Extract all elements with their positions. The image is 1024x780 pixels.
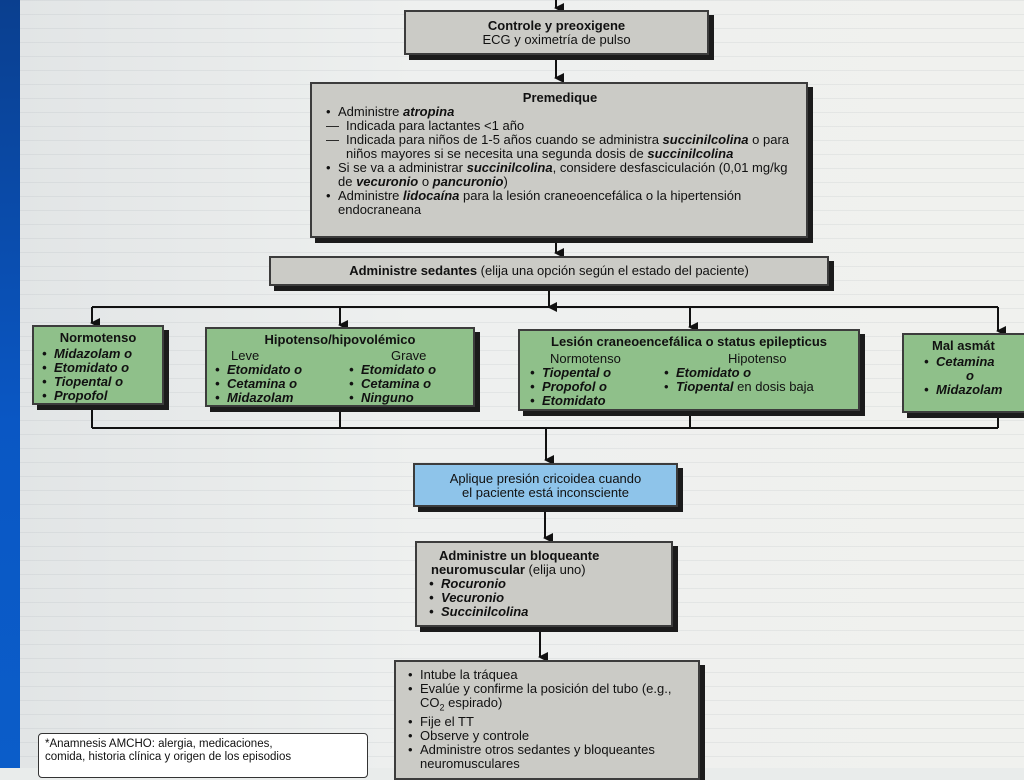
intubate-list: Intube la tráquea Evalúe y confirme la p… [406, 668, 688, 771]
lesion-normo-label: Normotenso [550, 351, 621, 366]
sedatives-box: Administre sedantes (elija una opción se… [269, 256, 829, 286]
intubate-item: Intube la tráquea [406, 668, 688, 683]
cricoid-line2: el paciente está inconsciente [462, 485, 629, 500]
footnote-line1: *Anamnesis AMCHO: alergia, medicaciones, [45, 738, 273, 750]
intubate-box: Intube la tráquea Evalúe y confirme la p… [394, 660, 700, 780]
neuromuscular-item: Vecuronio [427, 591, 671, 606]
hipotenso-grave-item: Etomidato o [347, 363, 436, 378]
lesion-hipo-item: Tiopental en dosis baja [662, 380, 814, 395]
footnote-box: *Anamnesis AMCHO: alergia, medicaciones,… [38, 733, 368, 778]
asma-list: Cetamina [922, 355, 1024, 370]
hipotenso-leve-label: Leve [231, 348, 260, 363]
hipotenso-grave-label: Grave [391, 348, 427, 363]
neuromuscular-list: Rocuronio Vecuronio Succinilcolina [427, 577, 671, 620]
hipotenso-grave-item: Cetamina o [347, 377, 436, 392]
premedicate-box: Premedique Administre atropina Indicada … [310, 82, 808, 238]
lesion-box: Lesión craneoencefálica o status epilept… [518, 329, 860, 411]
asma-title: Mal asmát [932, 338, 995, 353]
hipotenso-leve-list: Etomidato o Cetamina o Midazolam [213, 363, 302, 406]
lesion-hipo-label: Hipotenso [728, 351, 787, 366]
lesion-normo-item: Propofol o [528, 380, 611, 395]
preoxygenate-box: Controle y preoxigene ECG y oximetría de… [404, 10, 709, 55]
lesion-normo-item: Tiopental o [528, 366, 611, 381]
neuromuscular-item: Rocuronio [427, 577, 671, 592]
intubate-item: Administre otros sedantes y bloqueantes … [406, 742, 688, 771]
neuromuscular-title1: Administre un bloqueante [439, 548, 600, 563]
normotenso-item: Propofol [40, 389, 162, 404]
sedatives-note: (elija una opción según el estado del pa… [477, 263, 749, 278]
normotenso-item: Midazolam o [40, 347, 162, 362]
neuromuscular-box: Administre un bloqueante neuromuscular (… [415, 541, 673, 627]
hipotenso-leve-item: Etomidato o [213, 363, 302, 378]
normotenso-title: Normotenso [59, 330, 137, 345]
normotenso-item: Etomidato o [40, 361, 162, 376]
hipotenso-leve-item: Cetamina o [213, 377, 302, 392]
lesion-hipo-item: Etomidato o [662, 366, 814, 381]
atropina-sub-1: Indicada para lactantes <1 año [324, 119, 796, 134]
neuromuscular-choose: (elija uno) [524, 562, 586, 577]
hipotenso-grave-item: Ninguno [347, 391, 436, 406]
normotenso-item: Tiopental o [40, 375, 162, 390]
premedicate-item-lidocaina: Administre lidocaína para la lesión cran… [324, 189, 796, 217]
asma-list-2: Midazolam [922, 383, 1024, 398]
asma-or: o [966, 368, 974, 383]
preoxygenate-line: ECG y oximetría de pulso [482, 32, 631, 47]
neuromuscular-title2: neuromuscular [431, 562, 525, 577]
hipotenso-leve-item: Midazolam [213, 391, 302, 406]
lesion-hipo-list: Etomidato o Tiopental en dosis baja [662, 366, 814, 395]
premedicate-item-defasciculation: Si se va a administrar succinilcolina, c… [324, 161, 796, 189]
asma-item: Cetamina [922, 355, 1024, 370]
intubate-item: Fije el TT [406, 714, 688, 729]
intubate-item: Evalúe y confirme la posición del tubo (… [406, 682, 688, 715]
sedatives-title: Administre sedantes [349, 263, 478, 278]
premedicate-list: Administre atropina Indicada para lactan… [324, 105, 796, 217]
hipotenso-title: Hipotenso/hipovolémico [264, 332, 416, 347]
lesion-normo-list: Tiopental o Propofol o Etomidato [528, 366, 611, 409]
left-blue-strip [0, 0, 20, 768]
cricoid-line1: Aplique presión cricoidea cuando [449, 471, 642, 486]
asma-box: Mal asmát Cetamina o Midazolam [902, 333, 1024, 413]
premedicate-title: Premedique [522, 90, 598, 105]
normotenso-list: Midazolam o Etomidato o Tiopental o Prop… [40, 347, 162, 404]
atropina-sub-2: Indicada para niños de 1-5 años cuando s… [324, 133, 796, 161]
preoxygenate-title: Controle y preoxigene [487, 18, 626, 33]
asma-item: Midazolam [922, 383, 1024, 398]
hipotenso-grave-list: Etomidato o Cetamina o Ninguno [347, 363, 436, 406]
lesion-normo-item: Etomidato [528, 394, 611, 409]
footnote-line2: comida, historia clínica y origen de los… [45, 751, 292, 763]
intubate-item: Observe y controle [406, 728, 688, 743]
normotenso-box: Normotenso Midazolam o Etomidato o Tiope… [32, 325, 164, 405]
cricoid-box: Aplique presión cricoidea cuando el paci… [413, 463, 678, 507]
hipotenso-box: Hipotenso/hipovolémico Leve Grave Etomid… [205, 327, 475, 407]
premedicate-item-atropina: Administre atropina Indicada para lactan… [324, 105, 796, 161]
lesion-title: Lesión craneoencefálica o status epilept… [551, 334, 827, 349]
neuromuscular-item: Succinilcolina [427, 605, 671, 620]
